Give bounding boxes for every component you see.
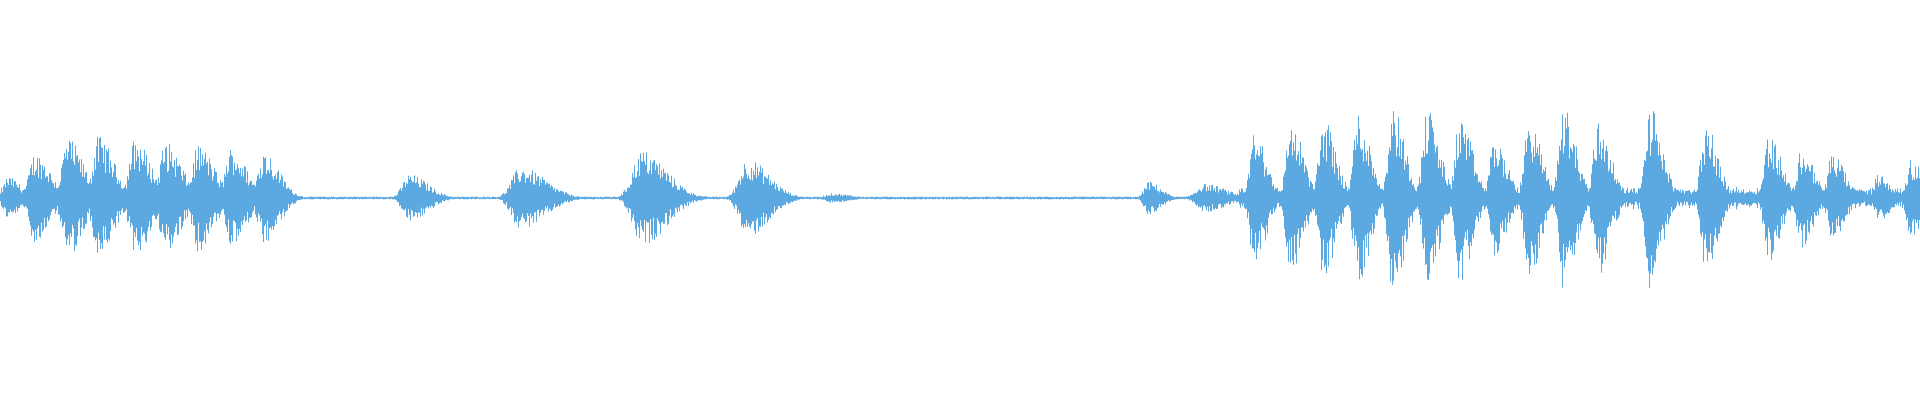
waveform-path <box>0 111 1920 288</box>
waveform-samples <box>0 111 1920 288</box>
